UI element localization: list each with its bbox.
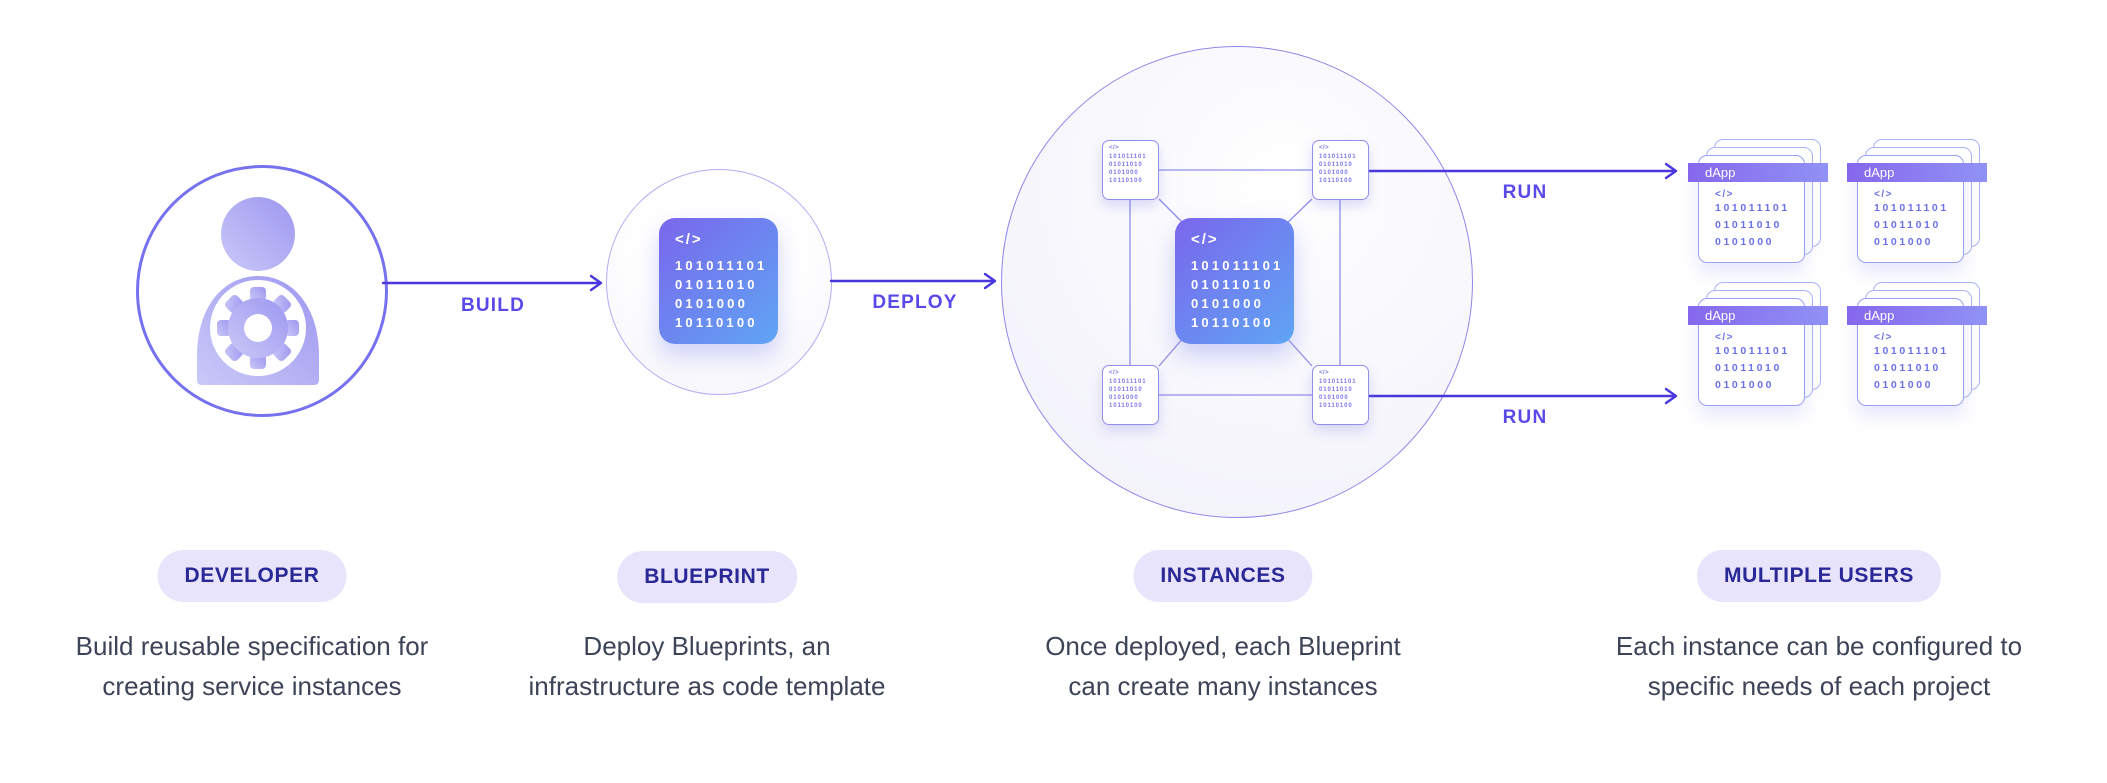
- run-label-top: RUN: [1502, 182, 1548, 203]
- binary-row: 10110100: [1191, 315, 1274, 330]
- code-tag: </>: [1319, 370, 1330, 376]
- description-instances: Once deployed, each Blueprint can create…: [963, 626, 1483, 706]
- build-arrow: [381, 274, 603, 292]
- deploy-label: DEPLOY: [872, 292, 958, 313]
- description-line: Deploy Blueprints, an: [583, 631, 831, 661]
- developer-gear-icon: [197, 197, 319, 385]
- description-blueprint: Deploy Blueprints, an infrastructure as …: [447, 626, 967, 706]
- code-tag: </>: [1319, 145, 1330, 151]
- binary-row: 01011010: [1319, 387, 1353, 393]
- binary-row: 01011010: [1715, 362, 1782, 374]
- developer-circle: [136, 165, 388, 417]
- instance-card-bottom-right: </> 101011101 01011010 0101000 10110100: [1312, 365, 1369, 425]
- description-line: infrastructure as code template: [528, 671, 886, 701]
- dapp-banner: dApp: [1688, 163, 1828, 182]
- binary-row: 0101000: [1874, 236, 1934, 248]
- badge-developer: DEVELOPER: [157, 550, 347, 602]
- description-line: Each instance can be configured to: [1615, 631, 2023, 661]
- description-line: can create many instances: [1068, 671, 1378, 701]
- build-label: BUILD: [460, 295, 526, 316]
- binary-row: 101011101: [675, 258, 768, 273]
- dapp-banner: dApp: [1847, 306, 1987, 325]
- run-label-bottom: RUN: [1502, 407, 1548, 428]
- instance-card-top-right: </> 101011101 01011010 0101000 10110100: [1312, 140, 1369, 200]
- binary-row: 101011101: [1319, 154, 1357, 160]
- binary-row: 101011101: [1715, 202, 1790, 214]
- code-tag: </>: [1715, 189, 1734, 200]
- binary-row: 01011010: [1874, 219, 1941, 231]
- dapp-stack-2: </> 101011101 01011010 0101000 dApp: [1847, 139, 1997, 280]
- description-line: specific needs of each project: [1647, 671, 1991, 701]
- binary-row: 101011101: [1109, 154, 1147, 160]
- dapp-banner: dApp: [1688, 306, 1828, 325]
- dapp-stack-4: </> 101011101 01011010 0101000 dApp: [1847, 282, 1997, 423]
- binary-row: 0101000: [1191, 296, 1265, 311]
- code-tag: </>: [1874, 189, 1893, 200]
- binary-row: 01011010: [1109, 162, 1143, 168]
- description-line: Once deployed, each Blueprint: [1045, 631, 1401, 661]
- instance-card-top-left: </> 101011101 01011010 0101000 10110100: [1102, 140, 1159, 200]
- description-developer: Build reusable specification for creatin…: [0, 626, 512, 706]
- binary-row: 0101000: [1319, 170, 1349, 176]
- code-tag: </>: [1109, 145, 1120, 151]
- dapp-stack-1: </> 101011101 01011010 0101000 dApp: [1688, 139, 1838, 280]
- binary-row: 10110100: [1109, 178, 1143, 184]
- binary-row: 10110100: [1319, 178, 1353, 184]
- binary-row: 01011010: [1191, 277, 1274, 292]
- binary-row: 01011010: [1874, 362, 1941, 374]
- blueprint-code-block: </> 101011101 01011010 0101000 10110100: [659, 218, 778, 344]
- binary-row: 10110100: [1109, 403, 1143, 409]
- code-tag: </>: [1109, 370, 1120, 376]
- binary-row: 101011101: [1109, 379, 1147, 385]
- badge-multiple-users: MULTIPLE USERS: [1696, 550, 1942, 602]
- code-tag: </>: [1874, 332, 1893, 343]
- badge-instances: INSTANCES: [1133, 550, 1313, 602]
- code-tag: </>: [1715, 332, 1734, 343]
- code-tag: </>: [675, 231, 703, 248]
- binary-row: 01011010: [1715, 219, 1782, 231]
- code-tag: </>: [1191, 231, 1219, 248]
- instances-code-block: </> 101011101 01011010 0101000 10110100: [1175, 218, 1294, 344]
- badge-blueprint: BLUEPRINT: [617, 551, 797, 603]
- description-line: creating service instances: [102, 671, 402, 701]
- description-multiple-users: Each instance can be configured to speci…: [1559, 626, 2079, 706]
- binary-row: 0101000: [675, 296, 749, 311]
- instance-card-bottom-left: </> 101011101 01011010 0101000 10110100: [1102, 365, 1159, 425]
- binary-row: 10110100: [1319, 403, 1353, 409]
- description-line: Build reusable specification for: [75, 631, 429, 661]
- deploy-arrow: [829, 272, 997, 290]
- binary-row: 01011010: [1109, 387, 1143, 393]
- binary-row: 0101000: [1319, 395, 1349, 401]
- binary-row: 101011101: [1191, 258, 1284, 273]
- binary-row: 0101000: [1715, 236, 1775, 248]
- binary-row: 101011101: [1715, 345, 1790, 357]
- dapp-banner: dApp: [1847, 163, 1987, 182]
- binary-row: 10110100: [675, 315, 758, 330]
- binary-row: 0101000: [1109, 170, 1139, 176]
- binary-row: 101011101: [1874, 345, 1949, 357]
- dapp-stack-3: </> 101011101 01011010 0101000 dApp: [1688, 282, 1838, 423]
- binary-row: 101011101: [1874, 202, 1949, 214]
- binary-row: 0101000: [1109, 395, 1139, 401]
- binary-row: 01011010: [1319, 162, 1353, 168]
- binary-row: 01011010: [675, 277, 758, 292]
- binary-row: 0101000: [1715, 379, 1775, 391]
- binary-row: 0101000: [1874, 379, 1934, 391]
- binary-row: 101011101: [1319, 379, 1357, 385]
